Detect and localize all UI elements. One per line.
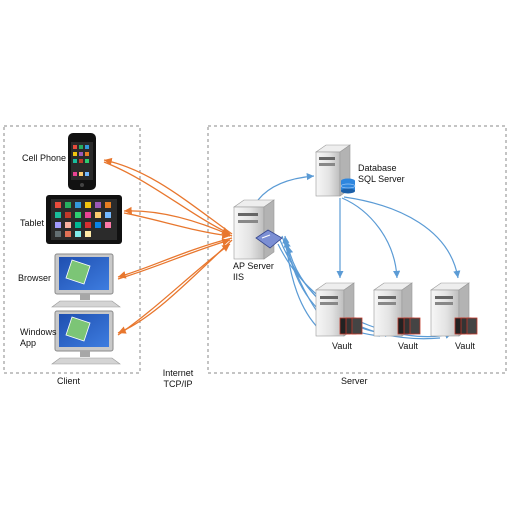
label-cell-phone: Cell Phone <box>22 153 67 163</box>
label-vault-1: Vault <box>332 341 352 351</box>
database-server-icon <box>315 144 356 197</box>
label-windows-app: Windows App <box>20 327 57 348</box>
label-vault-2: Vault <box>398 341 418 351</box>
link-windows-app <box>117 239 233 334</box>
link-cell-phone <box>103 157 233 235</box>
disk-stack-icon <box>397 317 421 335</box>
windows-app-monitor-icon <box>51 310 121 365</box>
label-browser: Browser <box>18 273 52 283</box>
ap-server-icon <box>233 199 283 260</box>
server-links <box>257 173 461 340</box>
tablet-icon <box>46 195 122 244</box>
client-group-frame <box>3 125 141 374</box>
label-internet: Internet TCP/IP <box>162 368 194 389</box>
vault-server-icon-1 <box>315 282 363 337</box>
vault-server-icon-3 <box>430 282 478 337</box>
label-database: Database SQL Server <box>358 163 405 184</box>
label-client-group: Client <box>57 376 81 386</box>
client-links <box>103 157 233 336</box>
vault-server-icon-2 <box>373 282 421 337</box>
label-ap-server: AP Server IIS <box>233 261 274 282</box>
server-group-frame <box>207 125 507 374</box>
link-tablet <box>123 206 233 237</box>
cell-phone-icon <box>68 133 96 190</box>
disk-stack-icon <box>454 317 478 335</box>
label-tablet: Tablet <box>20 218 45 228</box>
database-cylinder-icon <box>340 178 356 194</box>
label-server-group: Server <box>341 376 368 386</box>
label-vault-3: Vault <box>455 341 475 351</box>
disk-stack-icon <box>339 317 363 335</box>
browser-monitor-icon <box>51 253 121 308</box>
link-browser <box>117 237 233 279</box>
